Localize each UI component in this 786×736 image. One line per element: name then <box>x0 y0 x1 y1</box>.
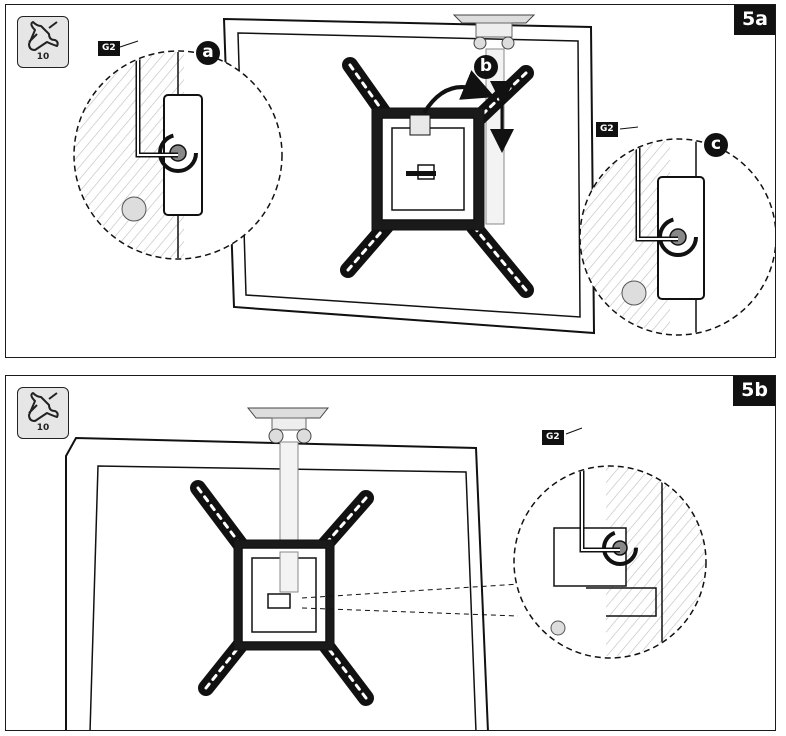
step-5b-illustration <box>65 407 707 730</box>
tool-size-label: 10 <box>36 52 50 62</box>
wrench-icon <box>28 392 59 422</box>
rotate-arrow <box>422 70 495 115</box>
part-tag-g2: G2 <box>542 430 564 445</box>
callout-b: b <box>474 55 498 79</box>
zoom-leader-lines <box>301 583 521 617</box>
step-number-badge: 5a <box>733 5 775 35</box>
tool-wrench-box: 10 <box>17 16 69 68</box>
callout-a: a <box>196 41 220 65</box>
tool-size-label: 10 <box>36 423 50 433</box>
step-5b-panel: 10 5b G2 <box>5 375 776 731</box>
mounting-bracket <box>190 480 374 706</box>
detail-circle-a <box>73 50 283 260</box>
tool-wrench-box: 10 <box>17 387 69 439</box>
callout-c: c <box>704 133 728 157</box>
part-tag-g2: G2 <box>98 41 120 56</box>
detail-circle <box>513 465 707 659</box>
mounting-bracket <box>340 57 534 298</box>
wrench-icon <box>28 21 59 51</box>
detail-circle-c <box>579 138 775 336</box>
step-number-badge: 5b <box>733 376 775 406</box>
part-tag-g2: G2 <box>596 122 618 137</box>
step-5a-panel: 10 5a a b c G2 G2 <box>5 4 776 358</box>
step-5a-illustration <box>73 14 775 336</box>
